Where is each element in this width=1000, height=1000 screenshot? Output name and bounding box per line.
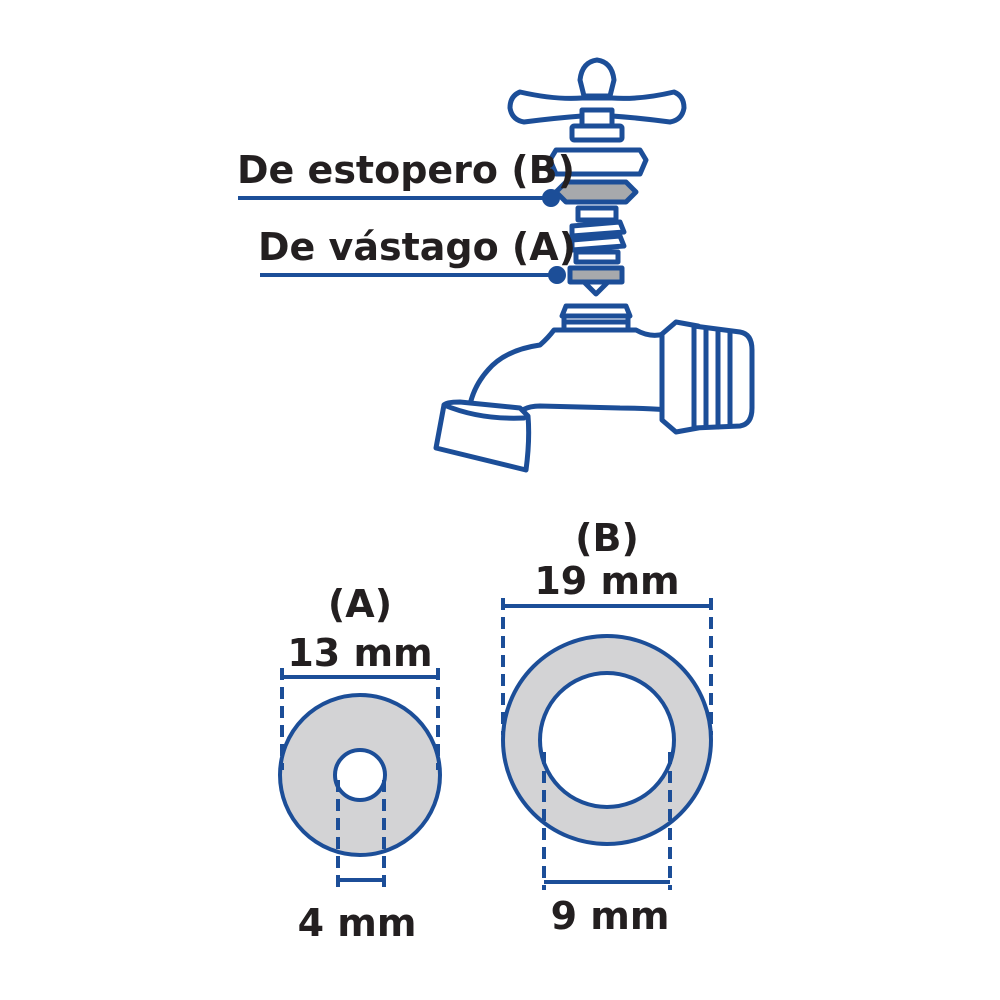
faucet-body xyxy=(433,303,755,473)
washer-b-hole xyxy=(538,671,676,809)
stem-thread xyxy=(569,205,627,265)
washer-a-inner-diameter: 4 mm xyxy=(298,901,417,945)
callout-lines xyxy=(238,189,566,284)
washer-a: (A) 13 mm 4 mm xyxy=(278,582,442,945)
bonnet-nut xyxy=(547,147,649,177)
callout-dot-stem xyxy=(548,266,566,284)
washer-b-outer-diameter: 19 mm xyxy=(534,559,679,603)
washer-b-outer-dimension xyxy=(501,598,713,735)
washer-a-hole xyxy=(333,748,387,802)
washer-b-label: (B) xyxy=(575,516,639,560)
washer-a-inner-dimension xyxy=(336,780,386,888)
washer-b: (B) 19 mm 9 mm xyxy=(501,516,713,938)
washer-a-label: (A) xyxy=(328,582,392,626)
washer-b-inner-dimension xyxy=(542,752,672,890)
washer-a-outer-dimension xyxy=(280,668,440,770)
washer-b-inner-diameter: 9 mm xyxy=(551,894,670,938)
faucet-handle xyxy=(507,57,687,143)
washer-a-outer-diameter: 13 mm xyxy=(287,631,432,675)
callout-label-stem: De vástago (A) xyxy=(258,225,576,269)
callout-dot-packing xyxy=(542,189,560,207)
callout-label-packing: De estopero (B) xyxy=(237,148,575,192)
faucet-illustration xyxy=(433,57,755,473)
